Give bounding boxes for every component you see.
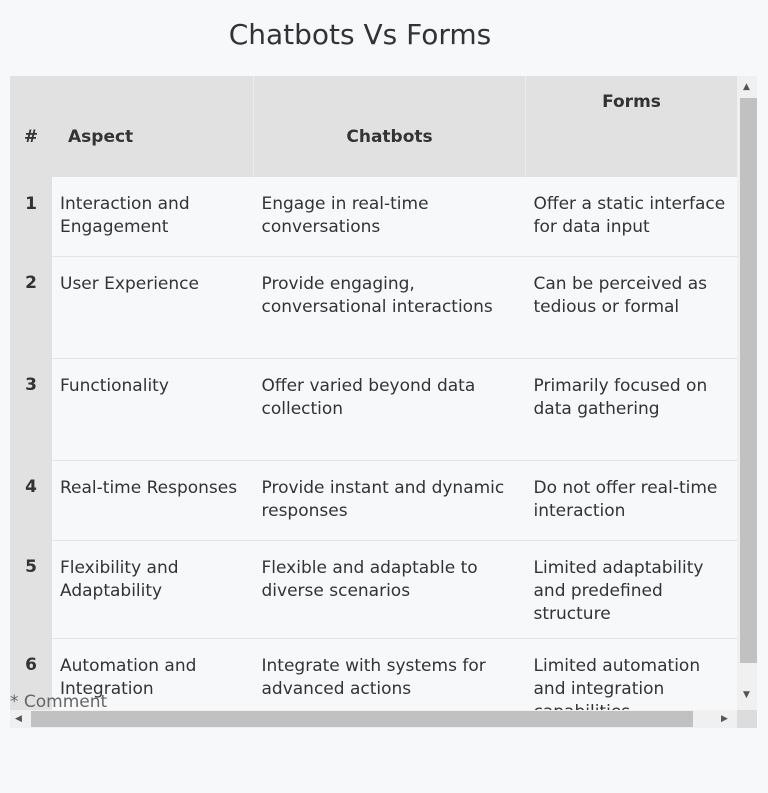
- row-number: 1: [10, 177, 52, 256]
- horizontal-scroll-thumb[interactable]: [31, 711, 693, 727]
- cell-forms: Can be perceived as tedious or formal: [525, 256, 737, 359]
- cell-forms: Limited automation and integration capab…: [525, 638, 737, 710]
- row-number: 6: [10, 638, 52, 710]
- header-aspect: Aspect: [52, 76, 254, 177]
- row-number: 5: [10, 540, 52, 638]
- cell-chatbots: Flexible and adaptable to diverse scenar…: [253, 540, 526, 639]
- scroll-right-icon[interactable]: ▶: [721, 714, 728, 724]
- row-number: 4: [10, 460, 52, 540]
- header-row: # Aspect Chatbots Forms: [10, 76, 737, 177]
- scroll-down-icon[interactable]: ▼: [743, 690, 750, 700]
- cell-aspect: User Experience: [52, 256, 254, 359]
- cell-forms: Limited adaptability and predefined stru…: [525, 540, 737, 639]
- cell-aspect: Automation and Integration: [52, 638, 254, 710]
- comment-label: * Comment: [10, 692, 108, 710]
- header-chatbots: Chatbots: [253, 76, 526, 177]
- cell-chatbots: Integrate with systems for advanced acti…: [253, 638, 526, 710]
- cell-forms: Primarily focused on data gathering: [525, 358, 737, 461]
- header-number: #: [10, 76, 52, 177]
- row-number: 3: [10, 358, 52, 460]
- cell-chatbots: Offer varied beyond data collection: [253, 358, 526, 461]
- cell-aspect: Flexibility and Adaptability: [52, 540, 254, 639]
- horizontal-scrollbar[interactable]: ◀ ▶: [10, 710, 737, 728]
- scrollbar-corner: [737, 710, 757, 728]
- cell-forms: Offer a static interface for data input: [525, 177, 737, 257]
- cell-chatbots: Engage in real-time conversations: [253, 177, 526, 257]
- cell-chatbots: Provide instant and dynamic responses: [253, 460, 526, 541]
- row-number: 2: [10, 256, 52, 358]
- cell-aspect: Functionality: [52, 358, 254, 461]
- scroll-up-icon[interactable]: ▲: [743, 82, 750, 92]
- vertical-scroll-thumb[interactable]: [740, 98, 757, 663]
- page-title: Chatbots Vs Forms: [228, 18, 492, 51]
- cell-aspect: Interaction and Engagement: [52, 177, 254, 257]
- scroll-left-icon[interactable]: ◀: [15, 714, 22, 724]
- header-forms: Forms: [525, 76, 737, 177]
- cell-aspect: Real-time Responses: [52, 460, 254, 541]
- cell-forms: Do not offer real-time interaction: [525, 460, 737, 541]
- vertical-scrollbar[interactable]: ▲ ▼: [737, 76, 757, 710]
- cell-chatbots: Provide engaging, conversational interac…: [253, 256, 526, 359]
